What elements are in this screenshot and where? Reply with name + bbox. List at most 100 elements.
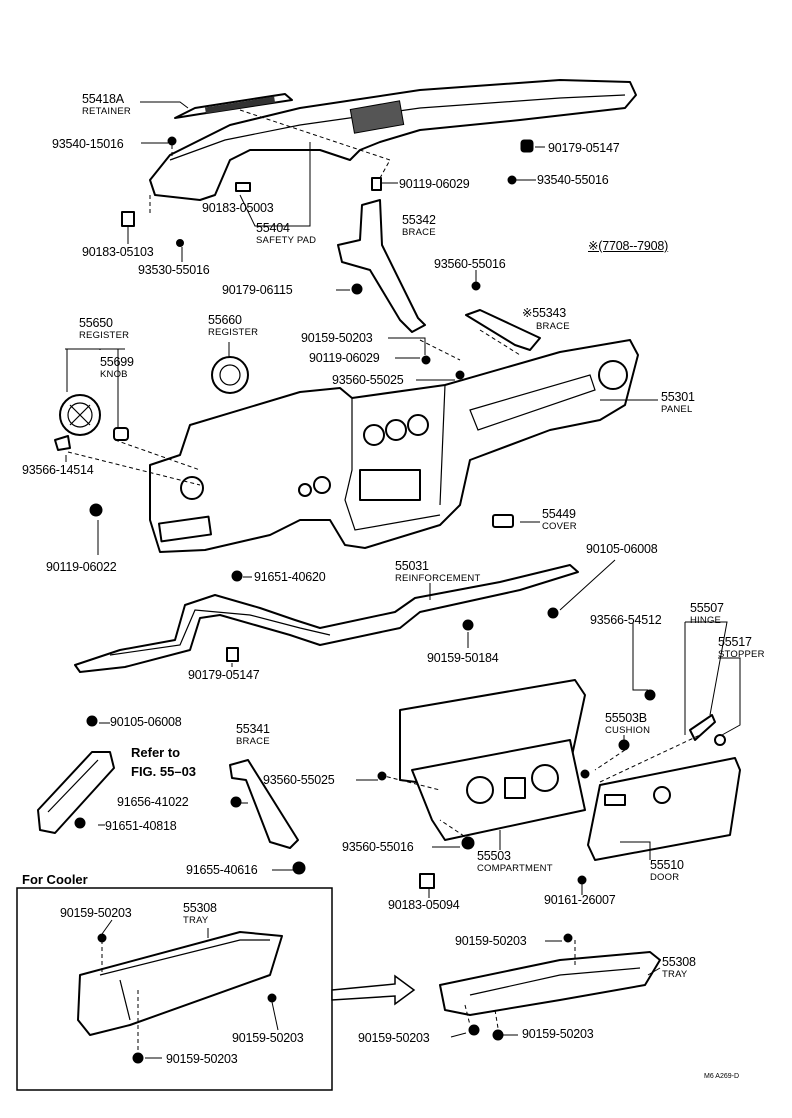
label-93540-15016: 93540-15016 [52,137,124,151]
label-55699: 55699 [100,355,134,369]
label-93540-55016: 93540-55016 [537,173,609,187]
label-55343: ※55343 [522,306,567,320]
leader-lines-top [127,101,545,291]
label-91656-41022: 91656-41022 [117,795,189,809]
label-55342: 55342 [402,213,436,227]
label-for-cooler: For Cooler [22,872,88,887]
label-93560-55016-low: 93560-55016 [342,840,414,854]
register-55650-drawing [59,394,101,436]
label-55308-left: 55308 [183,901,217,915]
label-90183-05103: 90183-05103 [82,245,154,259]
label-93560-55016-top: 93560-55016 [434,257,506,271]
leader-lines-cooler [101,919,279,1059]
label-90105-06008-left: 90105-06008 [110,715,182,729]
label-55650: 55650 [79,316,113,330]
label-55404: 55404 [256,221,290,235]
label-91651-40818: 91651-40818 [105,819,177,833]
door-drawing [587,757,741,861]
label-90179-06115: 90179-06115 [222,283,293,297]
label-retainer: RETAINER [82,106,131,117]
label-knob: KNOB [100,369,128,380]
label-compartment: COMPARTMENT [477,863,553,874]
label-91655-40616: 91655-40616 [186,863,258,877]
label-90183-05094: 90183-05094 [388,898,460,912]
label-door: DOOR [650,872,680,883]
fasteners-reinforcement [226,570,559,662]
label-55301: 55301 [661,390,695,404]
panel-drawing [149,339,639,553]
label-93566-54512: 93566-54512 [590,613,662,627]
label-tray-left: TRAY [183,915,209,926]
compartment-drawing [399,679,586,841]
brace-55342-drawing [337,199,426,333]
label-brace-55342: BRACE [402,227,436,238]
label-55510: 55510 [650,858,684,872]
leader-lines-tray-right [450,940,661,1038]
label-93560-55025-low: 93560-55025 [263,773,335,787]
label-cover: COVER [542,521,577,532]
label-90119-06029-top: 90119-06029 [399,177,470,191]
tray-right-drawing [439,933,661,1041]
label-93530-55016: 93530-55016 [138,263,210,277]
label-55503B: 55503B [605,711,647,725]
hinge-stopper-drawing [419,689,726,889]
label-ref-code: M6 A269-D [704,1073,740,1080]
knob-drawing [113,427,129,441]
label-reinforcement: REINFORCEMENT [395,573,481,584]
label-90159-50203-right-2: 90159-50203 [358,1031,430,1045]
brace-55341-drawing [229,759,299,849]
label-55503: 55503 [477,849,511,863]
label-90119-06029-mid: 90119-06029 [309,351,380,365]
retainer-drawing [174,93,293,119]
register-55660-drawing [211,356,249,394]
label-55507: 55507 [690,601,724,615]
leader-lines-reinforcement [231,559,616,667]
label-fig-55-03: FIG. 55–03 [131,764,197,779]
label-hinge: HINGE [690,615,722,626]
tray-cooler-drawing [77,931,283,1064]
brace-55343-drawing [465,309,541,351]
label-55418A: 55418A [82,92,124,106]
label-refer-to: Refer to [131,745,181,760]
label-90119-06022: 90119-06022 [46,560,117,574]
label-panel: PANEL [661,404,693,415]
arrow-icon [331,974,416,1006]
fasteners-lower-left [74,715,387,875]
label-cushion: CUSHION [605,725,651,736]
safety-pad-drawing [149,79,637,201]
label-55308-right: 55308 [662,955,696,969]
label-90159-50203-right-1: 90159-50203 [455,934,527,948]
label-90159-50203-mid: 90159-50203 [301,331,373,345]
label-stopper: STOPPER [718,649,765,660]
label-register-55650: REGISTER [79,330,130,341]
reinforcement-drawing [74,564,579,673]
label-brace-55343: BRACE [536,321,570,332]
label-90179-05147-top: 90179-05147 [548,141,620,155]
label-91651-40620: 91651-40620 [254,570,326,584]
label-55449: 55449 [542,507,576,521]
fasteners-middle [54,355,514,528]
label-90159-50184: 90159-50184 [427,651,499,665]
label-range-note: ※(7708--7908) [588,239,669,253]
label-90159-50203-cooler-3: 90159-50203 [166,1052,238,1066]
for-cooler-box [16,887,333,1091]
label-90183-05003: 90183-05003 [202,201,274,215]
label-tray-right: TRAY [662,969,688,980]
label-90179-05147-mid: 90179-05147 [188,668,260,682]
label-brace-55341: BRACE [236,736,270,747]
label-55660: 55660 [208,313,242,327]
label-safety-pad: SAFETY PAD [256,235,317,246]
label-93566-14514: 93566-14514 [22,463,94,477]
label-90105-06008-right: 90105-06008 [586,542,658,556]
label-90159-50203-cooler-1: 90159-50203 [60,906,132,920]
side-bracket-drawing [37,751,115,834]
label-90159-50203-cooler-2: 90159-50203 [232,1031,304,1045]
label-55517: 55517 [718,635,752,649]
label-93560-55025-mid: 93560-55025 [332,373,404,387]
leader-lines-middle [65,329,658,555]
label-55031: 55031 [395,559,429,573]
label-register-55660: REGISTER [208,327,259,338]
label-90161-26007: 90161-26007 [544,893,616,907]
